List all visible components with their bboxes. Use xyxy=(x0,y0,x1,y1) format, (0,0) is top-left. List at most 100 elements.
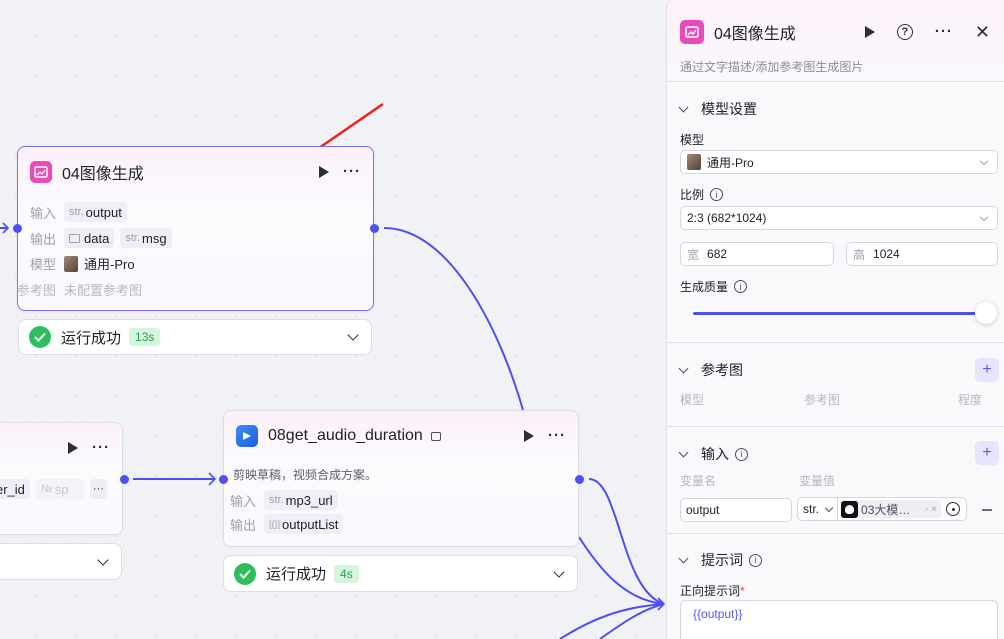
time-badge: 4s xyxy=(334,564,359,583)
node-description: 剪映草稿，视频合成方案。 xyxy=(233,468,378,482)
ratio-select[interactable]: 2:3 (682*1024) xyxy=(680,206,998,230)
info-icon[interactable]: i xyxy=(749,553,762,567)
chevron-down-icon xyxy=(678,102,689,112)
input-port[interactable] xyxy=(13,224,22,233)
image-generation-icon xyxy=(680,20,704,44)
run-node-button[interactable] xyxy=(319,166,329,178)
chevron-down-icon xyxy=(979,212,989,221)
panel-title: 04图像生成 xyxy=(714,26,796,43)
info-icon[interactable]: i xyxy=(734,280,748,293)
chevron-down-icon xyxy=(678,447,689,457)
quality-slider-track[interactable] xyxy=(693,312,983,315)
model-avatar xyxy=(64,255,78,272)
variable-picker-icon[interactable] xyxy=(946,502,961,516)
add-reference-button[interactable]: + xyxy=(975,358,999,382)
output-port[interactable] xyxy=(120,475,129,484)
type-select[interactable]: str. xyxy=(798,498,839,520)
input-chip: str.mp3_url xyxy=(264,490,338,510)
chevron-down-icon[interactable] xyxy=(553,565,565,578)
input-chip: str.output xyxy=(64,202,127,222)
more-chips-button[interactable]: ··· xyxy=(89,479,107,499)
image-generation-icon xyxy=(30,161,52,183)
column-var-value: 变量值 xyxy=(799,474,836,488)
more-options-button[interactable]: ··· xyxy=(548,427,566,444)
info-icon[interactable]: i xyxy=(735,447,748,461)
column-reference: 参考图 xyxy=(804,393,841,407)
capcut-plugin-icon xyxy=(236,425,258,447)
llm-node-icon xyxy=(841,500,859,518)
add-input-button[interactable]: + xyxy=(975,441,999,465)
help-icon[interactable]: ? xyxy=(896,24,913,40)
output-port[interactable] xyxy=(370,224,379,233)
chevron-down-icon xyxy=(824,503,834,512)
output-chip: [{}]outputList xyxy=(264,514,344,534)
time-badge: 13s xyxy=(129,328,161,346)
input-label: 输入 xyxy=(29,205,56,221)
plugin-badge-icon xyxy=(430,431,441,441)
section-toggle-reference[interactable]: 参考图 xyxy=(678,360,743,380)
more-options-button[interactable]: ··· xyxy=(92,439,110,456)
chevron-down-icon[interactable] xyxy=(97,553,109,566)
reference-label: 参考图 xyxy=(16,283,56,298)
model-label: 模型 xyxy=(680,133,705,147)
close-icon[interactable]: ✕ xyxy=(974,22,990,42)
node-04-image-generation[interactable]: 04图像生成 ··· 输入 str.output 输出 data str.msg… xyxy=(17,146,374,311)
variable-value-field[interactable]: str. 03大模… - × xyxy=(797,497,967,521)
output-chip-data: data xyxy=(64,228,115,248)
section-reference: 参考图 + 模型 参考图 程度 xyxy=(667,343,1004,427)
more-options-button[interactable]: ··· xyxy=(934,23,953,40)
node-04-status-bar[interactable]: 运行成功 13s xyxy=(18,319,372,355)
run-node-button[interactable] xyxy=(68,442,78,454)
column-var-name: 变量名 xyxy=(680,474,717,488)
column-strength: 程度 xyxy=(958,393,983,407)
remove-reference-button[interactable]: - × xyxy=(925,503,938,515)
chevron-down-icon xyxy=(678,363,689,373)
output-label: 输出 xyxy=(229,517,256,533)
left-node-status-bar[interactable] xyxy=(0,543,122,580)
output-port[interactable] xyxy=(575,475,584,484)
reference-value: 未配置参考图 xyxy=(64,283,143,298)
status-text: 运行成功 xyxy=(266,566,327,583)
workflow-canvas[interactable]: 04图像生成 ··· 输入 str.output 输出 data str.msg… xyxy=(0,0,666,639)
node-08-status-bar[interactable]: 运行成功 4s xyxy=(223,555,578,592)
section-toggle-model-settings[interactable]: 模型设置 xyxy=(678,99,757,119)
run-node-button[interactable] xyxy=(524,430,534,442)
remove-input-button[interactable] xyxy=(982,509,992,511)
column-model: 模型 xyxy=(680,393,705,407)
output-label: 输出 xyxy=(29,231,56,247)
input-port[interactable] xyxy=(219,475,228,484)
chevron-down-icon xyxy=(678,553,689,563)
output-chip-msg: str.msg xyxy=(120,228,172,248)
image-type-icon xyxy=(69,233,80,243)
success-check-icon xyxy=(234,562,256,585)
variable-reference-tag: 03大模… - × xyxy=(841,500,942,518)
quality-slider-thumb[interactable] xyxy=(975,302,997,324)
chevron-down-icon[interactable] xyxy=(347,329,359,341)
variable-name-input[interactable]: output xyxy=(680,498,792,522)
model-select[interactable]: 通用-Pro xyxy=(680,150,998,174)
run-node-button[interactable] xyxy=(864,26,875,38)
panel-header: 04图像生成 ? ··· ✕ 通过文字描述/添加参考图生成图片 xyxy=(667,0,1004,82)
status-text: 运行成功 xyxy=(61,329,122,347)
success-check-icon xyxy=(29,326,51,348)
more-options-button[interactable]: ··· xyxy=(343,163,361,180)
positive-prompt-input[interactable]: {{output}} xyxy=(680,600,998,639)
info-icon[interactable]: i xyxy=(710,188,724,201)
input-chip: er_id xyxy=(0,479,30,499)
input-label: 输入 xyxy=(229,493,256,509)
model-value: 通用-Pro xyxy=(84,257,135,272)
node-08-get-audio-duration[interactable]: 08get_audio_duration ··· 剪映草稿，视频合成方案。 输入… xyxy=(223,410,579,547)
node-config-panel: 04图像生成 ? ··· ✕ 通过文字描述/添加参考图生成图片 模型设置 模型 … xyxy=(666,0,1004,639)
model-avatar xyxy=(687,154,701,170)
positive-prompt-label: 正向提示词* xyxy=(680,583,745,599)
